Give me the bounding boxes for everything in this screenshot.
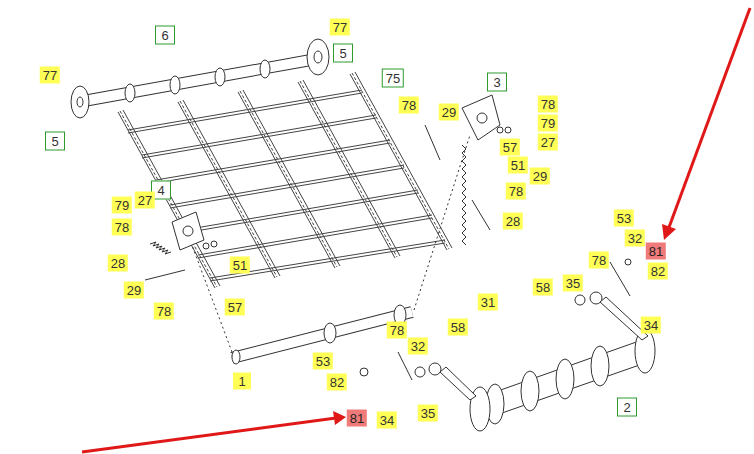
callout-number: 78 [387,322,407,339]
callout-number: 51 [230,257,250,274]
callout-number: 2 [617,398,637,417]
callout-number: 57 [500,139,520,156]
callout-number: 78 [506,183,526,200]
callout-number: 29 [439,104,459,121]
callout-number: 75 [382,69,404,88]
callout-number: 78 [399,97,419,114]
callout-number: 1 [233,373,251,390]
callout-number: 78 [112,219,132,236]
callout-number: 53 [614,210,634,227]
callout-number: 29 [530,168,550,185]
callout-number: 51 [508,157,528,174]
callout-number: 79 [112,197,132,214]
callout-number: 81 [347,410,367,427]
callout-number: 27 [135,192,155,209]
callout-number: 77 [40,67,60,84]
callout-number: 27 [538,134,558,151]
callout-number: 82 [648,263,668,280]
callout-number: 78 [589,252,609,269]
callout-number: 29 [124,282,144,299]
callout-number: 53 [313,353,333,370]
callout-number: 79 [538,115,558,132]
callout-number: 28 [503,213,523,230]
callout-number: 32 [625,230,645,247]
callout-number: 35 [418,405,438,422]
callout-number: 5 [333,44,353,63]
callout-number: 34 [377,412,397,429]
callout-number: 58 [448,319,468,336]
callout-number: 58 [533,279,553,296]
callout-number: 28 [108,255,128,272]
callout-number: 78 [538,96,558,113]
callout-number: 77 [330,19,350,36]
callout-number: 57 [225,299,245,316]
callout-number: 6 [155,26,175,45]
callout-number: 81 [646,243,666,260]
callout-number: 35 [563,275,583,292]
callout-number: 3 [487,73,507,92]
callout-number: 34 [641,317,661,334]
callout-number: 82 [327,374,347,391]
callout-number: 32 [408,338,428,355]
callout-number: 5 [45,132,65,151]
callout-number: 78 [154,303,174,320]
callout-number: 31 [478,294,498,311]
